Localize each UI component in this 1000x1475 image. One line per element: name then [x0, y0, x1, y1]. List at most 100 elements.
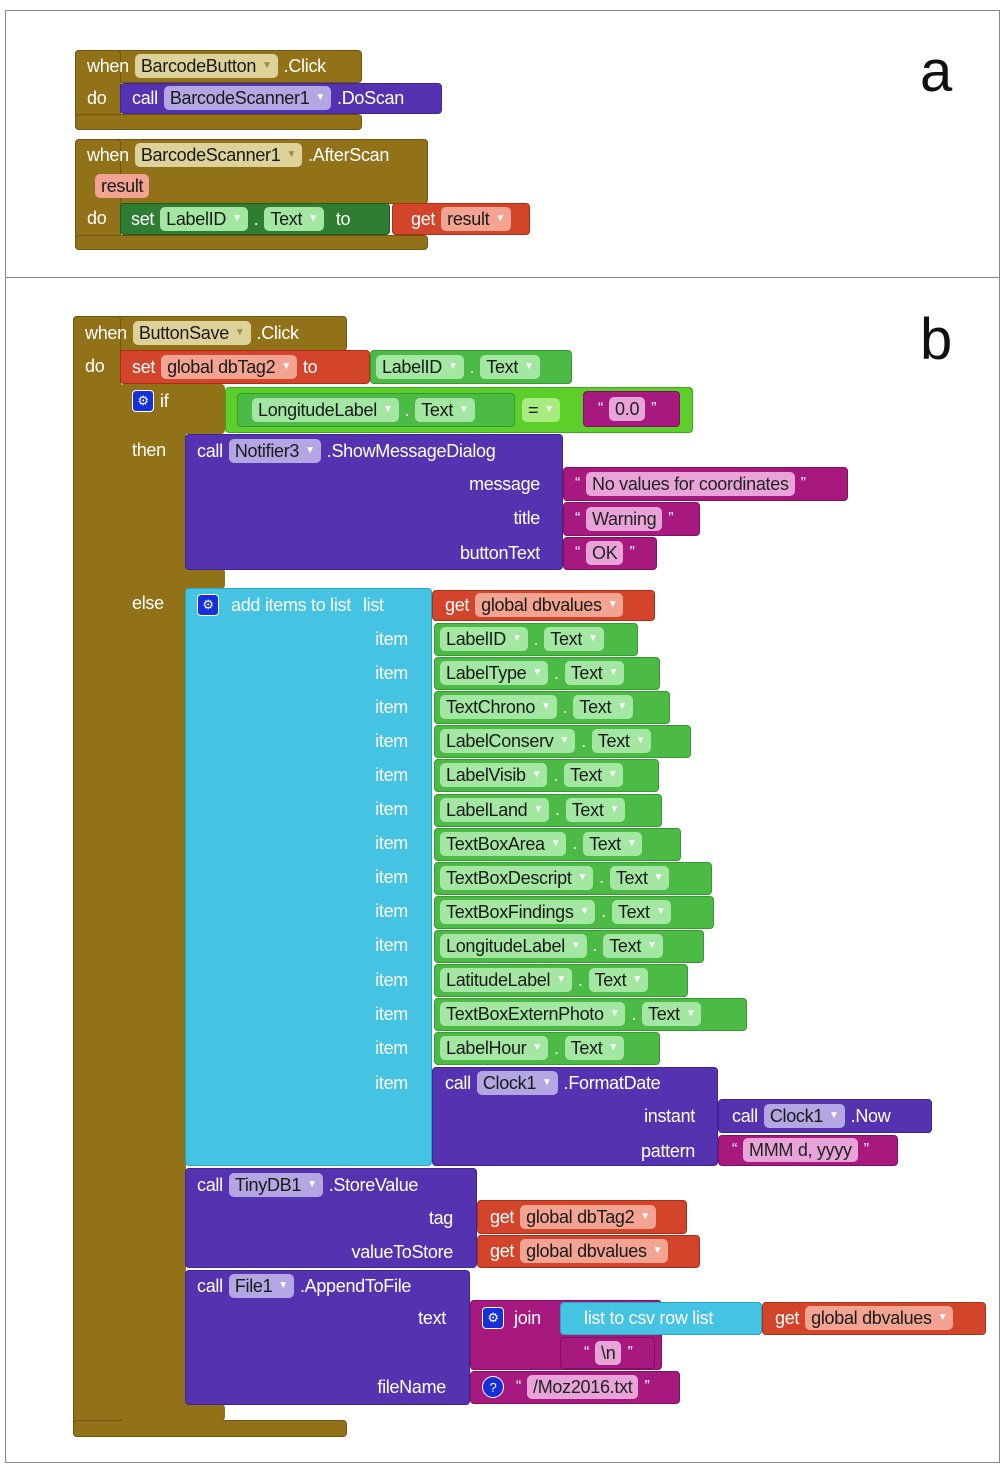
property-dropdown[interactable]: Text▼ [564, 661, 625, 686]
quote-open: “ [575, 510, 581, 527]
component-dropdown[interactable]: LabelType▼ [440, 661, 548, 686]
variable-dropdown[interactable]: result▼ [441, 207, 511, 231]
variable-dropdown[interactable]: global dbvalues▼ [520, 1239, 669, 1263]
component-dropdown[interactable]: LatitudeLabel▼ [440, 968, 572, 992]
property-dropdown[interactable]: Text▼ [591, 729, 652, 754]
string-value[interactable]: \n [595, 1341, 622, 1365]
component-dropdown[interactable]: TinyDB1▼ [228, 1173, 323, 1197]
property-dropdown[interactable]: Text▼ [415, 398, 475, 422]
component-dropdown[interactable]: Clock1▼ [763, 1104, 845, 1128]
dropdown-arrow-icon: ▼ [447, 361, 458, 372]
mutator-gear-icon[interactable]: ⚙ [197, 594, 219, 616]
dot: . [469, 356, 475, 377]
component-dropdown[interactable]: BarcodeButton▼ [134, 54, 278, 78]
property-dropdown[interactable]: Text▼ [544, 627, 604, 651]
dot: . [581, 730, 586, 751]
mutator-gear-icon[interactable]: ⚙ [482, 1307, 504, 1329]
dropdown-arrow-icon: ▼ [632, 974, 642, 985]
instant-label: instant [644, 1105, 695, 1126]
dropdown-arrow-icon: ▼ [511, 633, 522, 644]
string-value[interactable]: 0.0 [609, 397, 646, 421]
component-dropdown[interactable]: LabelConserv▼ [440, 729, 576, 754]
dropdown-arrow-icon: ▼ [608, 1042, 619, 1054]
dropdown-arrow-icon: ▼ [234, 327, 245, 338]
variable-dropdown[interactable]: global dbTag2▼ [520, 1205, 656, 1229]
component-dropdown[interactable]: BarcodeScanner1▼ [134, 143, 303, 167]
component-dropdown[interactable]: TextBoxExternPhoto▼ [440, 1002, 626, 1027]
dot: . [253, 208, 259, 229]
component-dropdown[interactable]: Notifier3▼ [228, 439, 321, 463]
string-value[interactable]: MMM d, yyyy [743, 1138, 858, 1162]
dot: . [553, 662, 559, 683]
method-name: .Now [850, 1105, 891, 1126]
string-value[interactable]: /Moz2016.txt [527, 1375, 639, 1399]
dropdown-arrow-icon: ▼ [532, 667, 542, 679]
property-dropdown[interactable]: Text▼ [588, 968, 648, 992]
method-name: .ShowMessageDialog [326, 440, 496, 461]
quote-open: “ [598, 400, 604, 417]
tag-label: tag [428, 1207, 453, 1228]
list-to-csv-row-block[interactable] [560, 1302, 762, 1335]
component-dropdown[interactable]: LabelID▼ [376, 355, 464, 379]
component-dropdown[interactable]: LabelID▼ [440, 627, 528, 651]
operator-dropdown[interactable]: =▼ [522, 398, 560, 422]
message-label: message [469, 473, 540, 494]
mutator-gear-icon[interactable]: ⚙ [132, 390, 154, 412]
quote-open: “ [575, 475, 581, 492]
string-value[interactable]: No values for coordinates [586, 472, 795, 496]
dropdown-arrow-icon: ▼ [459, 404, 469, 415]
event-parameter-result[interactable]: result [95, 174, 150, 198]
property-dropdown[interactable]: Text▼ [611, 899, 672, 924]
dropdown-arrow-icon: ▼ [286, 149, 297, 160]
component-dropdown[interactable]: Clock1▼ [476, 1071, 558, 1095]
string-value[interactable]: Warning [586, 507, 663, 531]
property-dropdown[interactable]: Text▼ [609, 865, 670, 890]
method-name: .DoScan [337, 87, 404, 108]
get-keyword: get [490, 1240, 515, 1261]
variable-dropdown[interactable]: global dbvalues▼ [475, 593, 624, 617]
property-dropdown[interactable]: Text▼ [264, 207, 324, 231]
variable-dropdown[interactable]: global dbTag2▼ [161, 355, 297, 379]
dropdown-arrow-icon: ▼ [577, 871, 588, 883]
else-keyword: else [132, 592, 164, 613]
item-label: item [375, 764, 408, 785]
component-dropdown[interactable]: TextBoxFindings▼ [440, 899, 596, 924]
call-keyword: call [445, 1072, 471, 1093]
quote-open: “ [575, 544, 581, 561]
dropdown-arrow-icon: ▼ [495, 213, 505, 224]
variable-dropdown[interactable]: global dbvalues▼ [805, 1306, 954, 1330]
do-keyword: do [85, 355, 105, 376]
component-dropdown[interactable]: TextBoxDescript▼ [440, 865, 594, 890]
property-dropdown[interactable]: Text▼ [583, 831, 643, 856]
quote-open: “ [516, 1378, 522, 1395]
help-icon[interactable]: ? [482, 1376, 504, 1398]
component-dropdown[interactable]: BarcodeScanner1▼ [163, 86, 332, 110]
component-dropdown[interactable]: LabelLand▼ [440, 797, 549, 822]
component-dropdown[interactable]: LabelID▼ [160, 207, 248, 231]
item-label: item [375, 969, 408, 990]
property-dropdown[interactable]: Text▼ [564, 1036, 625, 1061]
component-dropdown[interactable]: LongitudeLabel▼ [440, 933, 587, 958]
dropdown-arrow-icon: ▼ [617, 701, 627, 713]
property-dropdown[interactable]: Text▼ [564, 763, 624, 788]
component-dropdown[interactable]: LongitudeLabel▼ [252, 398, 399, 422]
dropdown-arrow-icon: ▼ [550, 837, 561, 849]
quote-close: ” [863, 1141, 869, 1158]
component-dropdown[interactable]: TextChrono▼ [440, 695, 557, 720]
component-dropdown[interactable]: LabelVisib▼ [440, 763, 548, 788]
property-dropdown[interactable]: Text▼ [480, 355, 540, 379]
component-dropdown[interactable]: File1▼ [228, 1274, 294, 1298]
property-dropdown[interactable]: Text▼ [642, 1002, 702, 1027]
add-items-to-list-block[interactable] [185, 588, 432, 1166]
dropdown-arrow-icon: ▼ [579, 905, 590, 917]
component-dropdown[interactable]: ButtonSave▼ [132, 321, 251, 345]
property-dropdown[interactable]: Text▼ [565, 797, 626, 822]
then-keyword: then [132, 439, 166, 460]
dropdown-arrow-icon: ▼ [532, 1042, 542, 1054]
to-keyword: to [335, 208, 351, 229]
component-dropdown[interactable]: LabelHour▼ [440, 1036, 548, 1061]
property-dropdown[interactable]: Text▼ [603, 933, 663, 958]
string-value[interactable]: OK [586, 541, 624, 565]
property-dropdown[interactable]: Text▼ [573, 695, 633, 720]
component-dropdown[interactable]: TextBoxArea▼ [440, 831, 567, 856]
